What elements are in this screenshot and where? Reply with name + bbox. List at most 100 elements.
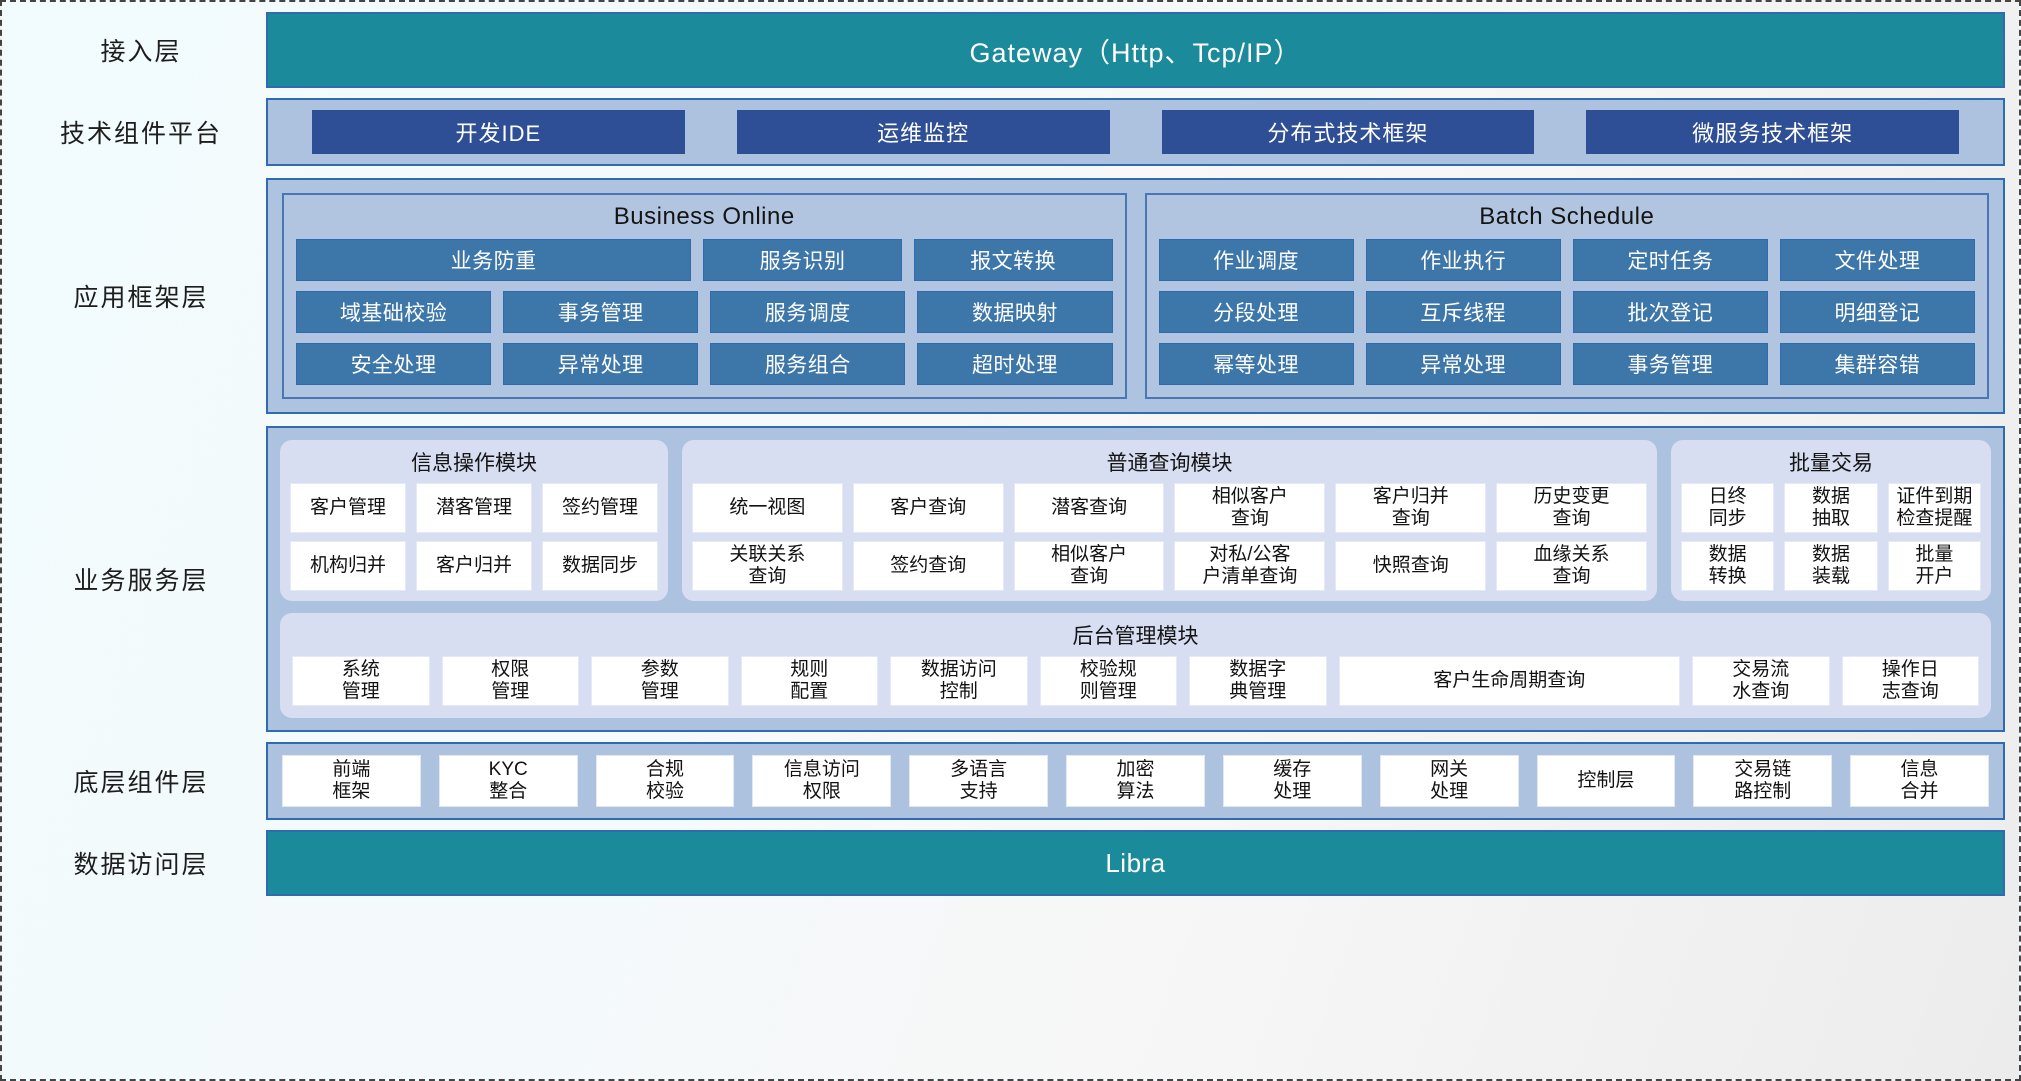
framework-cell[interactable]: 事务管理	[1572, 343, 1768, 385]
module-cell[interactable]: 数据字 典管理	[1189, 656, 1327, 706]
module-row: 关联关系 查询 签约查询 相似客户 查询 对私/公客 户清单查询 快照查询 血缘…	[692, 541, 1647, 591]
module-cell[interactable]: 相似客户 查询	[1174, 483, 1326, 533]
module-cell[interactable]: 校验规 则管理	[1039, 656, 1177, 706]
layer-body-tech-platform: 开发IDE 运维监控 分布式技术框架 微服务技术框架	[266, 98, 2005, 166]
tech-chip[interactable]: 运维监控	[736, 110, 1110, 154]
framework-grid: 业务防重 服务识别 报文转换 域基础校验 事务管理 服务调度 数据映射 安全处理	[296, 239, 1113, 385]
gateway-bar[interactable]: Gateway（Http、Tcp/IP）	[266, 12, 2005, 88]
module-cell[interactable]: 参数 管理	[591, 656, 729, 706]
module-cell[interactable]: 历史变更 查询	[1496, 483, 1647, 533]
base-component-cell[interactable]: KYC 整合	[438, 755, 578, 807]
module-cell[interactable]: 权限 管理	[441, 656, 579, 706]
spacer	[16, 820, 2005, 830]
module-cell[interactable]: 客户查询	[852, 483, 1004, 533]
layer-body-app-framework: Business Online 业务防重 服务识别 报文转换 域基础校验 事务管…	[266, 178, 2005, 414]
module-cell[interactable]: 签约管理	[542, 483, 658, 533]
layer-base-components: 底层组件层 前端 框架 KYC 整合 合规 校验 信息访问 权限 多语言 支持 …	[16, 742, 2005, 820]
framework-cell[interactable]: 域基础校验	[296, 291, 492, 333]
module-cell[interactable]: 数据 抽取	[1784, 483, 1878, 533]
module-cell[interactable]: 客户归并	[416, 541, 532, 591]
module-cell[interactable]: 快照查询	[1335, 541, 1487, 591]
module-row: 机构归并 客户归并 数据同步	[290, 541, 658, 591]
base-component-cell[interactable]: 网关 处理	[1379, 755, 1519, 807]
framework-cell[interactable]: 服务调度	[710, 291, 906, 333]
framework-cell[interactable]: 安全处理	[296, 343, 492, 385]
module-cell[interactable]: 数据访问 控制	[890, 656, 1028, 706]
framework-cell[interactable]: 异常处理	[1365, 343, 1561, 385]
module-cell[interactable]: 潜客查询	[1013, 483, 1165, 533]
module-cell[interactable]: 批量 开户	[1887, 541, 1981, 591]
module-backend-management: 后台管理模块 系统 管理 权限 管理 参数 管理 规则 配置 数据访问 控制 校…	[280, 613, 1991, 718]
module-cell[interactable]: 统一视图	[692, 483, 843, 533]
module-cell[interactable]: 规则 配置	[740, 656, 878, 706]
base-component-cell[interactable]: 信息访问 权限	[752, 755, 892, 807]
module-cell[interactable]: 潜客管理	[416, 483, 532, 533]
layer-access: 接入层 Gateway（Http、Tcp/IP）	[16, 12, 2005, 88]
base-component-cell[interactable]: 多语言 支持	[909, 755, 1049, 807]
base-component-cell[interactable]: 合规 校验	[595, 755, 735, 807]
business-module-row: 信息操作模块 客户管理 潜客管理 签约管理 机构归并 客户归并 数据同步	[280, 440, 1991, 601]
module-cell[interactable]: 交易流 水查询	[1692, 656, 1830, 706]
framework-cell[interactable]: 服务组合	[710, 343, 906, 385]
base-component-cell[interactable]: 交易链 路控制	[1693, 755, 1833, 807]
layer-label-tech-platform: 技术组件平台	[59, 120, 222, 148]
framework-cell[interactable]: 幂等处理	[1158, 343, 1354, 385]
module-cell[interactable]: 系统 管理	[292, 656, 430, 706]
module-grid: 客户管理 潜客管理 签约管理 机构归并 客户归并 数据同步	[290, 483, 658, 591]
framework-cell[interactable]: 明细登记	[1779, 291, 1975, 333]
module-title: 批量交易	[1789, 452, 1873, 475]
module-cell[interactable]: 数据同步	[542, 541, 658, 591]
module-cell[interactable]: 数据 装载	[1784, 541, 1878, 591]
framework-cell[interactable]: 集群容错	[1779, 343, 1975, 385]
framework-cell[interactable]: 作业调度	[1158, 239, 1354, 281]
framework-row: 作业调度 作业执行 定时任务 文件处理	[1158, 239, 1975, 281]
framework-cell[interactable]: 互斥线程	[1365, 291, 1561, 333]
base-component-cell[interactable]: 加密 算法	[1066, 755, 1205, 807]
framework-row: 域基础校验 事务管理 服务调度 数据映射	[296, 291, 1113, 333]
framework-cell[interactable]: 报文转换	[913, 239, 1113, 281]
framework-cell[interactable]: 超时处理	[917, 343, 1113, 385]
layer-app-framework: 应用框架层 Business Online 业务防重 服务识别 报文转换 域基础…	[16, 178, 2005, 414]
base-component-cell[interactable]: 信息 合并	[1850, 755, 1989, 807]
framework-cell[interactable]: 文件处理	[1779, 239, 1975, 281]
module-cell[interactable]: 相似客户 查询	[1013, 541, 1165, 591]
base-component-cell[interactable]: 缓存 处理	[1222, 755, 1362, 807]
module-title: 普通查询模块	[1106, 452, 1233, 475]
libra-bar[interactable]: Libra	[266, 830, 2005, 896]
module-cell[interactable]: 数据 转换	[1681, 541, 1775, 591]
module-cell[interactable]: 关联关系 查询	[692, 541, 843, 591]
module-cell[interactable]: 血缘关系 查询	[1496, 541, 1647, 591]
module-cell[interactable]: 客户生命周期查询	[1338, 656, 1680, 706]
tech-chip[interactable]: 分布式技术框架	[1161, 110, 1535, 154]
spacer	[16, 88, 2005, 98]
framework-group-business-online: Business Online 业务防重 服务识别 报文转换 域基础校验 事务管…	[282, 193, 1127, 399]
framework-cell[interactable]: 数据映射	[917, 291, 1113, 333]
framework-cell[interactable]: 业务防重	[296, 239, 692, 281]
module-cell[interactable]: 证件到期 检查提醒	[1887, 483, 1981, 533]
framework-cell[interactable]: 异常处理	[503, 343, 699, 385]
framework-cell[interactable]: 作业执行	[1365, 239, 1561, 281]
layer-label-data-access: 数据访问层	[73, 851, 209, 879]
module-cell[interactable]: 对私/公客 户清单查询	[1174, 541, 1326, 591]
framework-cell[interactable]: 定时任务	[1572, 239, 1768, 281]
module-cell[interactable]: 签约查询	[852, 541, 1004, 591]
tech-chip[interactable]: 开发IDE	[312, 110, 685, 154]
framework-cell[interactable]: 服务识别	[703, 239, 902, 281]
tech-chip[interactable]: 微服务技术框架	[1586, 110, 1959, 154]
module-cell[interactable]: 日终 同步	[1681, 483, 1775, 533]
base-component-cell[interactable]: 前端 框架	[282, 755, 421, 807]
framework-cell[interactable]: 批次登记	[1572, 291, 1768, 333]
module-cell[interactable]: 机构归并	[290, 541, 406, 591]
business-service-band: 信息操作模块 客户管理 潜客管理 签约管理 机构归并 客户归并 数据同步	[266, 426, 2005, 732]
layer-label-access: 接入层	[100, 38, 182, 66]
framework-cell[interactable]: 事务管理	[503, 291, 699, 333]
module-cell[interactable]: 操作日 志查询	[1841, 656, 1979, 706]
layer-body-access: Gateway（Http、Tcp/IP）	[266, 12, 2005, 88]
framework-cell[interactable]: 分段处理	[1158, 291, 1354, 333]
layer-tech-platform: 技术组件平台 开发IDE 运维监控 分布式技术框架 微服务技术框架	[16, 98, 2005, 166]
module-row: 客户管理 潜客管理 签约管理	[290, 483, 658, 533]
module-cell[interactable]: 客户归并 查询	[1335, 483, 1487, 533]
framework-row: 安全处理 异常处理 服务组合 超时处理	[296, 343, 1113, 385]
base-component-cell[interactable]: 控制层	[1536, 755, 1676, 807]
module-cell[interactable]: 客户管理	[290, 483, 406, 533]
